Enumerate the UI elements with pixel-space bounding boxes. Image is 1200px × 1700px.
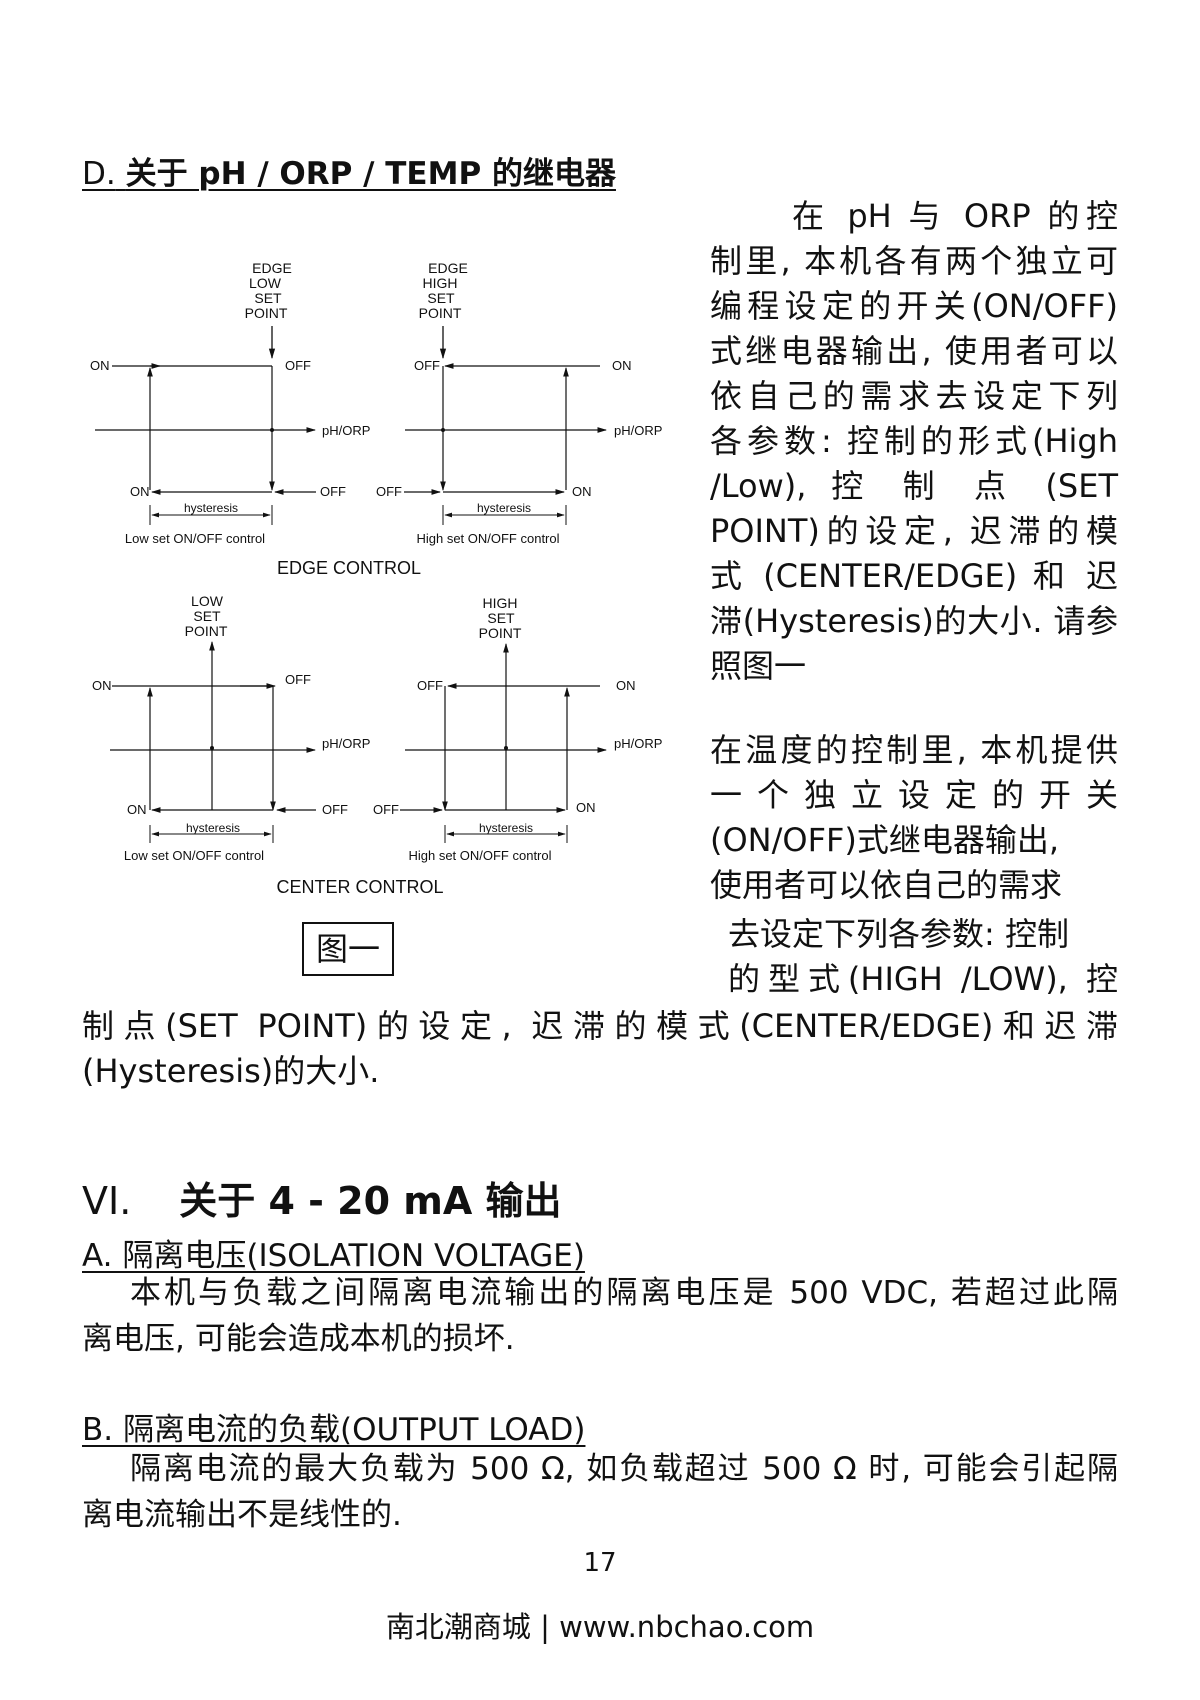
on-label: ON — [576, 800, 596, 815]
text-line: 本机与负载之间隔离电流输出的隔离电压是 500 VDC, 若超过此隔 — [130, 1275, 1118, 1311]
setpoint-label-line: SET — [427, 290, 455, 306]
full-width-paragraph: 制点(SET POINT)的设定, 迟滞的模式(CENTER/EDGE)和迟滞 … — [82, 1004, 1118, 1094]
hysteresis-label: hysteresis — [184, 501, 238, 515]
setpoint-label-line: SET — [193, 608, 221, 624]
setpoint-label-line: HIGH — [483, 595, 518, 611]
edge-control-title: EDGE CONTROL — [277, 558, 421, 578]
on-label: ON — [572, 484, 592, 499]
axis-label: pH/ORP — [614, 423, 662, 438]
text-line: (Hysteresis)的大小. — [82, 1052, 380, 1090]
off-label: OFF — [285, 358, 311, 373]
section-a-body: 本机与负载之间隔离电流输出的隔离电压是 500 VDC, 若超过此隔 离电压, … — [82, 1270, 1118, 1362]
text-line: POINT)的设定, 迟滞的模 — [710, 512, 1118, 550]
section-d-title: D. 关于 pH / ORP / TEMP 的继电器 — [82, 148, 616, 193]
on-label: ON — [90, 358, 110, 373]
on-label: ON — [130, 484, 150, 499]
setpoint-label-line: POINT — [245, 305, 288, 321]
off-label: OFF — [320, 484, 346, 499]
text-line: /Low), 控 制 点 (SET — [710, 467, 1118, 505]
off-label: OFF — [373, 802, 399, 817]
relay-control-diagram: EDGE LOW SET POINT pH/ORP ON OFF ON OFF … — [90, 260, 662, 897]
setpoint-label-line: HIGH — [423, 275, 458, 291]
section-vi-title: 关于 4 - 20 mA 输出 — [179, 1179, 562, 1223]
hysteresis-label: hysteresis — [477, 501, 531, 515]
text-line: 制里, 本机各有两个独立可 — [710, 242, 1118, 280]
on-label: ON — [92, 678, 112, 693]
hysteresis-label: hysteresis — [479, 821, 533, 835]
right-column-paragraph-2-cont: 去设定下列各参数: 控制 的型式(HIGH /LOW), 控 — [728, 912, 1118, 1002]
off-label: OFF — [414, 358, 440, 373]
text-line: 隔离电流的最大负载为 500 Ω, 如负载超过 500 Ω 时, 可能会引起隔 — [130, 1451, 1118, 1487]
section-a-heading: A. 隔离电压(ISOLATION VOLTAGE) — [82, 1238, 585, 1274]
section-d-prefix: D. — [82, 156, 116, 192]
diagram-caption: High set ON/OFF control — [408, 848, 551, 863]
text-line: 使用者可以依自己的需求 — [710, 866, 1063, 904]
text-line: 离电流输出不是线性的. — [82, 1497, 402, 1533]
text-line: 在温度的控制里, 本机提供 — [710, 731, 1118, 769]
text-line: 离电压, 可能会造成本机的损坏. — [82, 1321, 515, 1357]
section-b-body: 隔离电流的最大负载为 500 Ω, 如负载超过 500 Ω 时, 可能会引起隔 … — [82, 1446, 1118, 1538]
right-column-paragraph-2: 在温度的控制里, 本机提供 一 个 独 立 设 定 的 开 关 (ON/OFF)… — [710, 728, 1118, 908]
text-line: 式 (CENTER/EDGE) 和 迟 — [710, 557, 1118, 595]
diagram-caption: Low set ON/OFF control — [124, 848, 264, 863]
on-label: ON — [127, 802, 147, 817]
text-line: 一 个 独 立 设 定 的 开 关 — [710, 776, 1118, 814]
setpoint-label-line: EDGE — [252, 260, 292, 276]
text-line: 式继电器输出, 使用者可以 — [710, 332, 1118, 370]
setpoint-label-line: POINT — [185, 623, 228, 639]
text-line: 去设定下列各参数: 控制 — [728, 915, 1069, 953]
axis-label: pH/ORP — [322, 736, 370, 751]
center-high-diagram: HIGH SET POINT pH/ORP OFF ON OFF ON hyst… — [373, 595, 662, 863]
off-label: OFF — [376, 484, 402, 499]
text-line: 在 pH 与 ORP 的控 — [792, 197, 1118, 235]
hysteresis-label: hysteresis — [186, 821, 240, 835]
setpoint-label-line: POINT — [419, 305, 462, 321]
diagram-caption: Low set ON/OFF control — [125, 531, 265, 546]
section-vi-heading: VI. 关于 4 - 20 mA 输出 — [82, 1170, 562, 1225]
text-line: 制点(SET POINT)的设定, 迟滞的模式(CENTER/EDGE)和迟滞 — [82, 1007, 1118, 1045]
right-column-paragraph-1: 在 pH 与 ORP 的控 制里, 本机各有两个独立可 编程设定的开关(ON/O… — [710, 194, 1118, 689]
text-line: 各参数: 控制的形式(High — [710, 422, 1118, 460]
setpoint-label-line: SET — [487, 610, 515, 626]
off-label: OFF — [322, 802, 348, 817]
diagram-caption: High set ON/OFF control — [416, 531, 559, 546]
section-b-heading: B. 隔离电流的负载(OUTPUT LOAD) — [82, 1412, 586, 1448]
setpoint-label-line: LOW — [191, 593, 224, 609]
off-label: OFF — [285, 672, 311, 687]
section-vi-number: VI. — [82, 1179, 132, 1223]
axis-label: pH/ORP — [322, 423, 370, 438]
axis-label: pH/ORP — [614, 736, 662, 751]
off-label: OFF — [417, 678, 443, 693]
edge-high-diagram: EDGE HIGH SET POINT pH/ORP OFF ON OFF ON… — [376, 260, 662, 546]
text-line: (ON/OFF)式继电器输出, — [710, 821, 1060, 859]
text-line: 照图一 — [710, 647, 807, 685]
edge-low-diagram: EDGE LOW SET POINT pH/ORP ON OFF ON OFF … — [90, 260, 370, 546]
setpoint-label-line: SET — [254, 290, 282, 306]
on-label: ON — [612, 358, 632, 373]
text-line: 滞(Hysteresis)的大小. 请参 — [710, 602, 1118, 640]
text-line: 编程设定的开关(ON/OFF) — [710, 287, 1118, 325]
text-line: 的型式(HIGH /LOW), 控 — [728, 960, 1118, 998]
page-number: 17 — [583, 1548, 617, 1578]
center-control-title: CENTER CONTROL — [276, 877, 443, 897]
setpoint-label-line: POINT — [479, 625, 522, 641]
section-d-title-text: 关于 pH / ORP / TEMP 的继电器 — [125, 156, 616, 192]
site-footer: 南北潮商城 | www.nbchao.com — [385, 1610, 815, 1644]
setpoint-label-line: LOW — [249, 275, 282, 291]
figure-caption: 图一 — [302, 922, 394, 976]
text-line: 依自己的需求去设定下列 — [710, 377, 1118, 415]
setpoint-label-line: EDGE — [428, 260, 468, 276]
center-low-diagram: LOW SET POINT pH/ORP ON OFF ON OFF hyste… — [92, 593, 370, 863]
on-label: ON — [616, 678, 636, 693]
